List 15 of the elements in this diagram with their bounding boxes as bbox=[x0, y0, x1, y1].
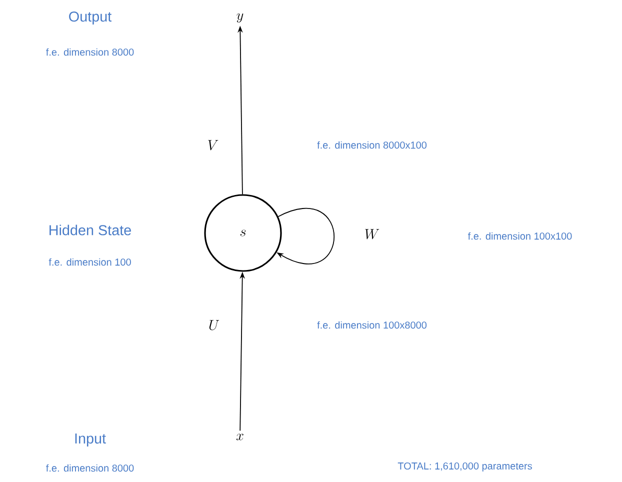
dimension-note: f.e. dimension 100x8000 bbox=[317, 321, 427, 329]
heading: Output bbox=[69, 11, 112, 25]
heading: Hidden State bbox=[50, 224, 131, 236]
variable-label: $x$ bbox=[236, 434, 244, 440]
dimension-note: f.e. dimension 8000 bbox=[46, 48, 134, 56]
total-note: TOTAL: 1,610,000 parameters bbox=[398, 462, 532, 472]
dimension-note: f.e. dimension 100x100 bbox=[468, 232, 572, 240]
weight-label: $U$ bbox=[209, 320, 220, 330]
dimension-note: f.e. dimension 8000x100 bbox=[317, 141, 427, 149]
dimension-note: f.e. dimension 8000 bbox=[46, 464, 134, 472]
weight-label: $V$ bbox=[208, 140, 218, 150]
weight-label: $W$ bbox=[365, 229, 380, 240]
heading: Input bbox=[75, 434, 106, 446]
variable-label: $y$ bbox=[236, 13, 244, 23]
dimension-note: f.e. dimension 100 bbox=[48, 258, 131, 266]
